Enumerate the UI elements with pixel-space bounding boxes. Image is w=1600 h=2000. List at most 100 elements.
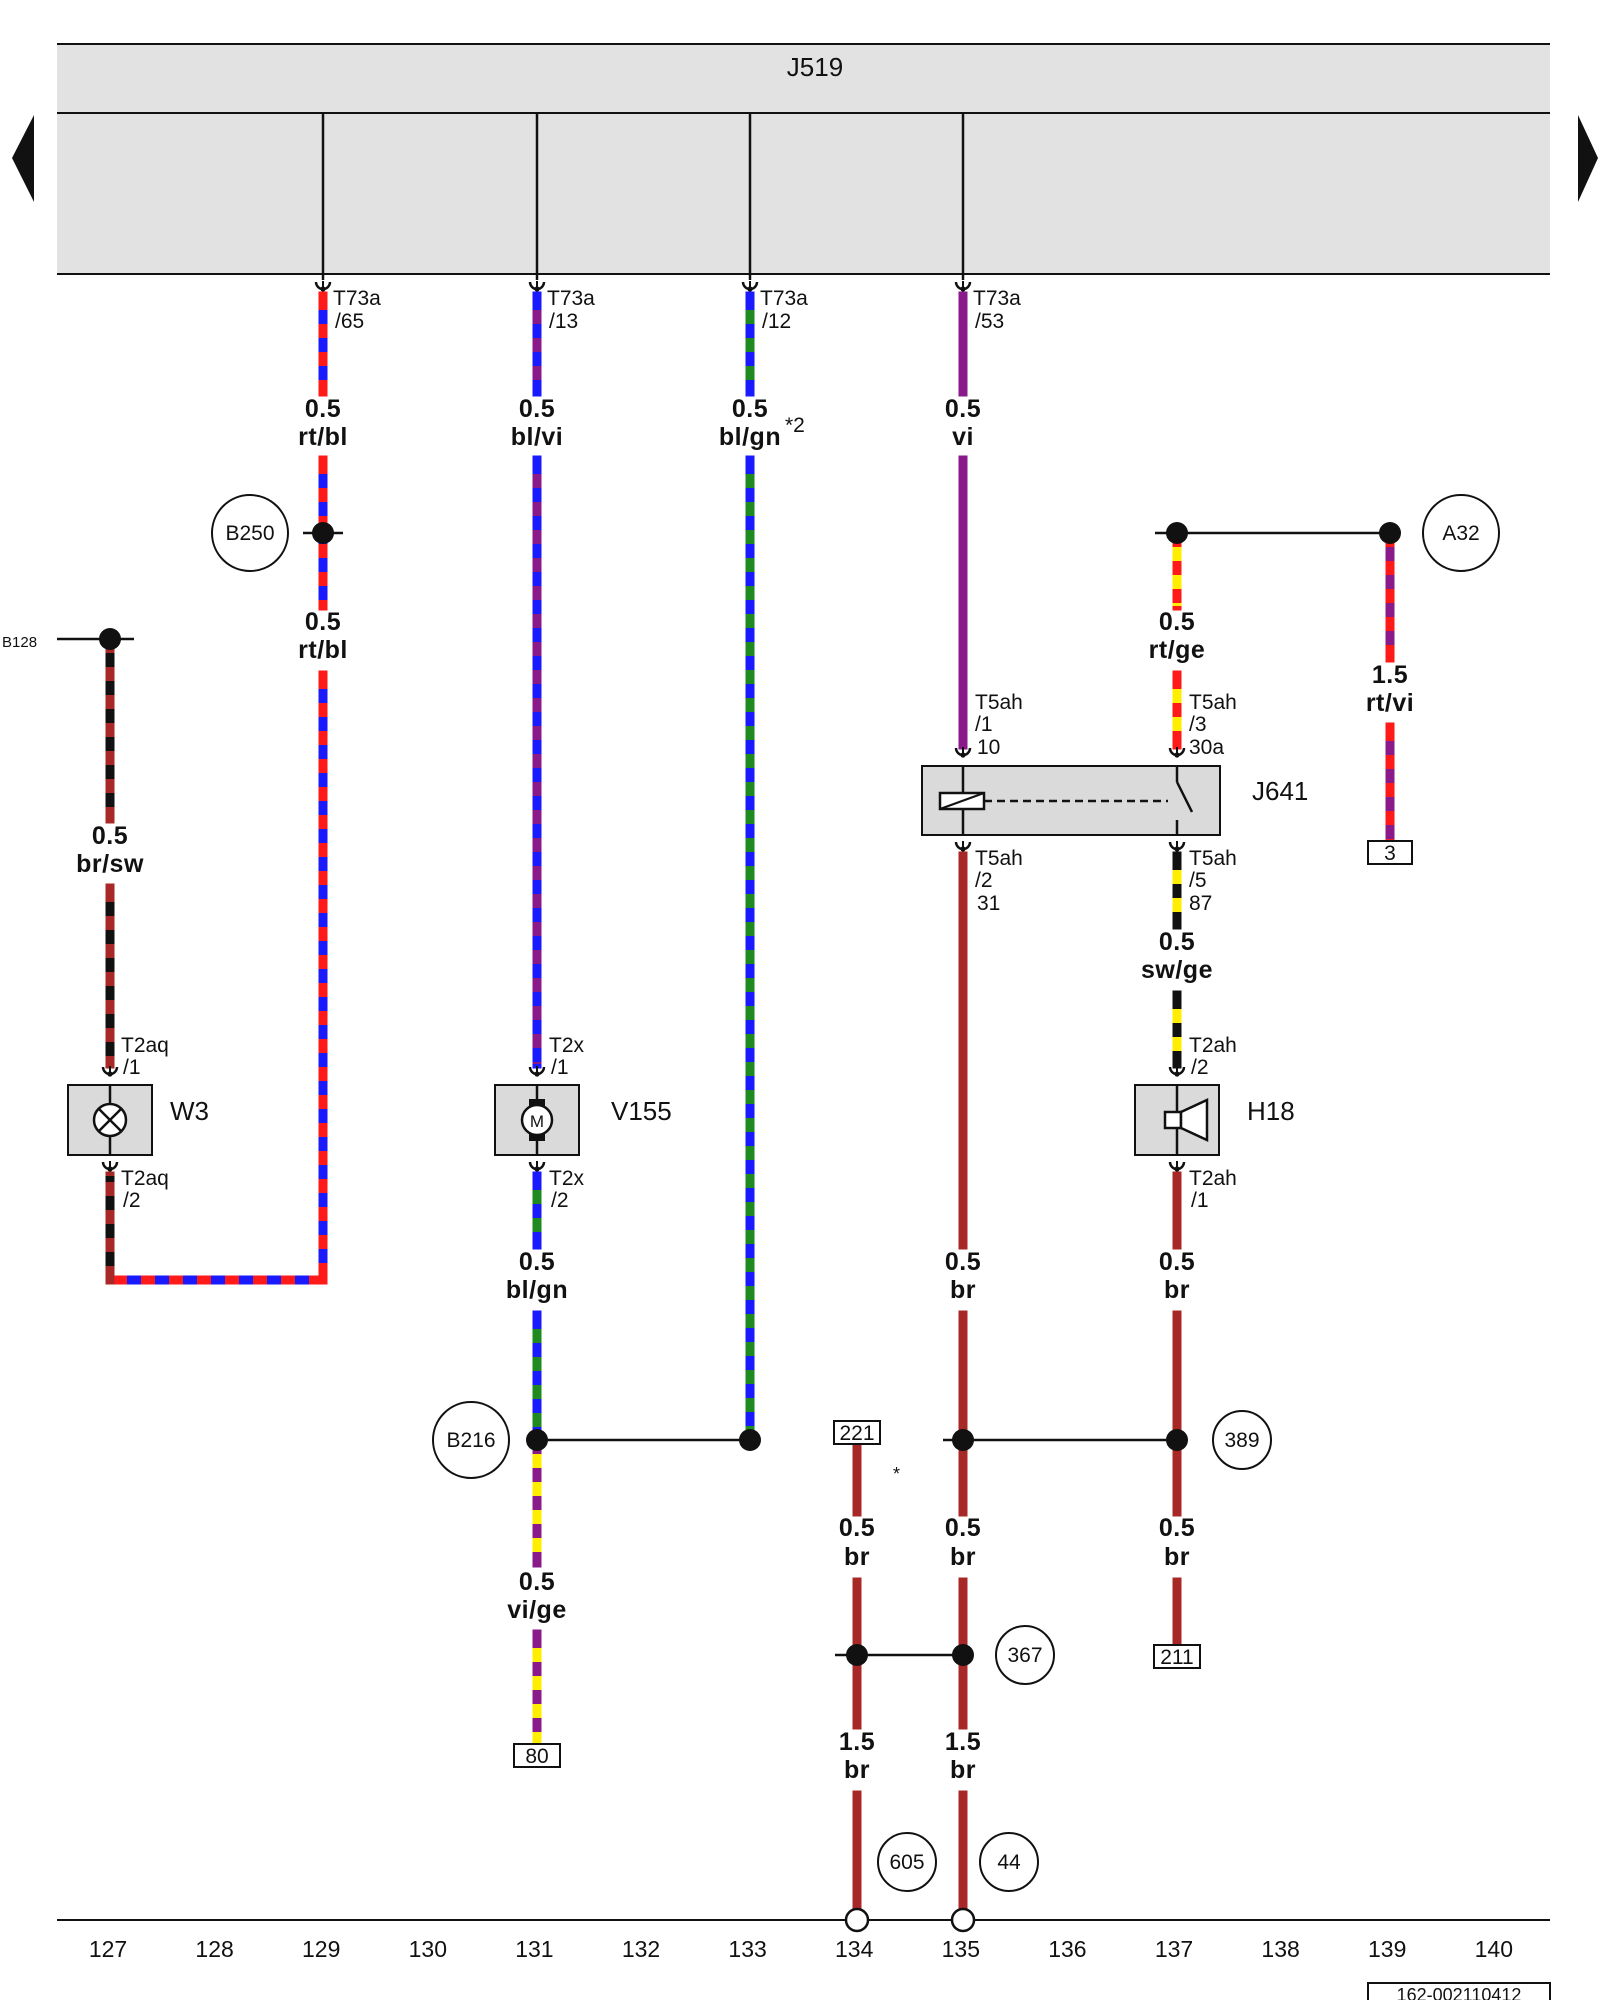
- horn-h18[interactable]: H18: [1134, 1084, 1295, 1156]
- wire-color: br: [950, 1756, 976, 1784]
- wire-color: br: [844, 1543, 870, 1571]
- connector-plug: T2ah: [1189, 1167, 1237, 1190]
- control-unit-j519: J519: [57, 43, 1550, 275]
- motor-symbol: M: [530, 1112, 544, 1131]
- wire-size: 0.5: [519, 1568, 555, 1596]
- wire-labels: 0.5 rt/bl 0.5 bl/vi 0.5 bl/gn *2 0.5 vi …: [76, 395, 1414, 1784]
- connector-plug: T5ah: [1189, 691, 1237, 714]
- connection-b216[interactable]: B216: [432, 1401, 510, 1479]
- wire-color: rt/vi: [1366, 689, 1414, 717]
- svg-text:B216: B216: [446, 1429, 495, 1452]
- relay-j641[interactable]: J641: [921, 765, 1308, 836]
- reference-3[interactable]: 3: [1367, 840, 1413, 865]
- wire-color: bl/gn: [506, 1276, 568, 1304]
- diagram-id: 162-002110412: [1397, 1985, 1522, 2000]
- wire-size: 0.5: [519, 1248, 555, 1276]
- page-forward-arrow-icon[interactable]: [1578, 115, 1598, 202]
- connector-term: 10: [977, 736, 1000, 759]
- connector-pin: /2: [551, 1189, 569, 1212]
- wire-color: rt/bl: [298, 423, 348, 451]
- bulb-w3-label: W3: [170, 1096, 209, 1126]
- connector-plug: T73a: [333, 287, 381, 310]
- horn-h18-label: H18: [1247, 1096, 1295, 1126]
- wire-size: 0.5: [732, 395, 768, 423]
- motor-icon: [520, 1103, 554, 1137]
- ground-point-44[interactable]: 44: [979, 1832, 1039, 1892]
- svg-text:211: 211: [1160, 1646, 1193, 1669]
- connector-plug: T2x: [549, 1034, 585, 1057]
- reference-80[interactable]: 80: [513, 1743, 561, 1768]
- wire-size: 0.5: [945, 1514, 981, 1542]
- asterisk-note: *: [893, 1464, 900, 1484]
- motor-v155[interactable]: M V155: [494, 1084, 672, 1156]
- wire-size: 0.5: [945, 1248, 981, 1276]
- connection-b128[interactable]: B128: [2, 634, 37, 651]
- connector-term: 31: [977, 892, 1000, 915]
- connector-plug: T2aq: [121, 1167, 169, 1190]
- connector-pin: /65: [335, 310, 364, 333]
- connector-plug: T73a: [973, 287, 1021, 310]
- page-back-arrow-icon[interactable]: [12, 115, 34, 202]
- svg-text:367: 367: [1007, 1644, 1042, 1667]
- wire-color: br: [950, 1276, 976, 1304]
- wire-color: br: [950, 1543, 976, 1571]
- svg-text:80: 80: [525, 1745, 548, 1768]
- connection-a32[interactable]: A32: [1422, 494, 1500, 572]
- ground-point-605[interactable]: 605: [877, 1832, 937, 1892]
- connector-plug: T2aq: [121, 1034, 169, 1057]
- svg-text:389: 389: [1224, 1429, 1259, 1452]
- connector-glyphs: [101, 279, 1186, 1173]
- connection-b250[interactable]: B250: [211, 494, 289, 572]
- wire-size: 0.5: [92, 822, 128, 850]
- bulb-w3[interactable]: W3: [67, 1084, 209, 1156]
- wire-size: 0.5: [1159, 1514, 1195, 1542]
- column-number: 127: [89, 1936, 127, 1962]
- connector-pin: /1: [123, 1056, 141, 1079]
- wire-size: 1.5: [839, 1728, 875, 1756]
- column-number: 136: [1048, 1936, 1086, 1962]
- terminal-134: [844, 1907, 870, 1933]
- connector-pin: /12: [762, 310, 791, 333]
- wire-color: bl/vi: [511, 423, 564, 451]
- motor-v155-label: V155: [611, 1096, 672, 1126]
- ground-point-367[interactable]: 367: [995, 1625, 1055, 1685]
- wire-note: *2: [785, 414, 805, 437]
- column-number: 130: [409, 1936, 447, 1962]
- column-number: 134: [835, 1936, 874, 1962]
- wire-color: br/sw: [76, 850, 144, 878]
- wire-color: sw/ge: [1141, 956, 1213, 984]
- column-number: 138: [1261, 1936, 1299, 1962]
- wire-size: 0.5: [839, 1514, 875, 1542]
- svg-text:B250: B250: [225, 522, 274, 545]
- connector-pin: /13: [549, 310, 578, 333]
- wire-size: 0.5: [305, 395, 341, 423]
- connector-pin: /1: [1191, 1189, 1209, 1212]
- diagram-id-box: 162-002110412: [1367, 1982, 1551, 2000]
- reference-211[interactable]: 211: [1153, 1644, 1201, 1669]
- svg-text:605: 605: [889, 1851, 924, 1874]
- wire-color: br: [1164, 1543, 1190, 1571]
- svg-text:221: 221: [839, 1422, 874, 1445]
- connector-pin: /1: [551, 1056, 569, 1079]
- connector-labels: T73a /65 T73a /13 T73a /12 T73a /53 T5ah…: [121, 287, 1237, 1212]
- connector-plug: T73a: [760, 287, 808, 310]
- terminal-135: [950, 1907, 976, 1933]
- wire-color: rt/bl: [298, 636, 348, 664]
- junction-dots: [99, 522, 1401, 1666]
- connector-pin: /5: [1189, 869, 1207, 892]
- reference-221[interactable]: 221: [833, 1420, 881, 1445]
- wire-size: 0.5: [1159, 928, 1195, 956]
- wire-color: rt/ge: [1149, 636, 1206, 664]
- wire-color: bl/gn: [719, 423, 781, 451]
- connector-pin: /1: [975, 713, 993, 736]
- wire-size: 1.5: [945, 1728, 981, 1756]
- wire-size: 1.5: [1372, 661, 1408, 689]
- svg-text:A32: A32: [1442, 522, 1479, 545]
- ground-point-389[interactable]: 389: [1212, 1410, 1272, 1470]
- column-number: 131: [515, 1936, 553, 1962]
- connector-plug: T2ah: [1189, 1034, 1237, 1057]
- column-number: 129: [302, 1936, 340, 1962]
- svg-text:3: 3: [1384, 842, 1396, 865]
